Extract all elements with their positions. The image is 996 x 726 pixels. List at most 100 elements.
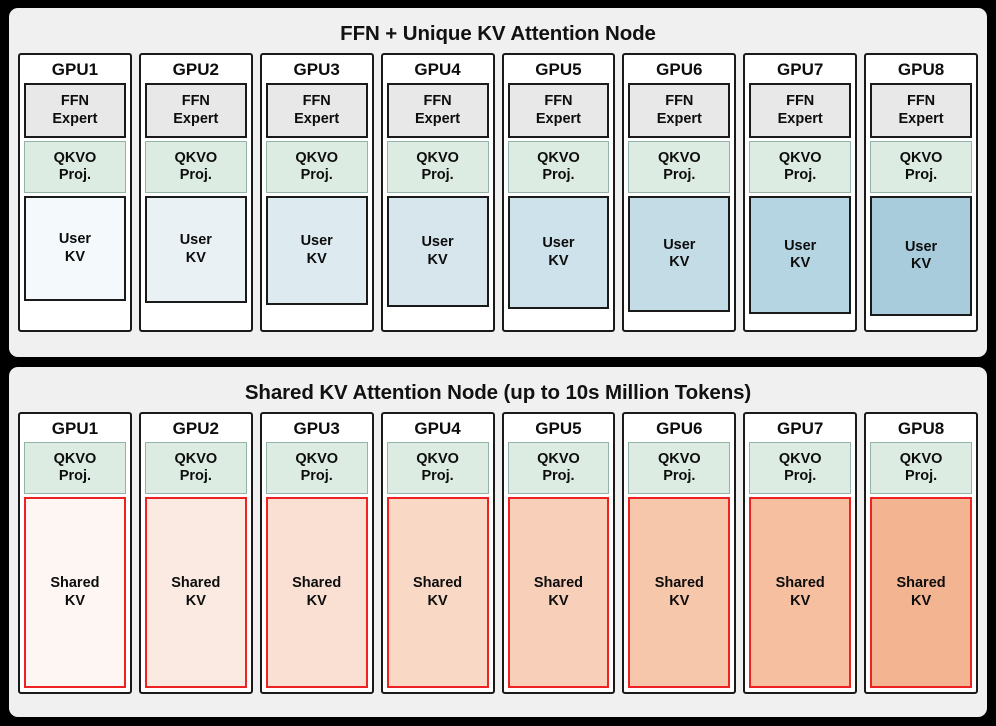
shared-kv-block-line2: KV: [306, 592, 327, 609]
qkvo-proj-block-line1: QKVO: [778, 149, 822, 166]
user-kv-block-line1: User: [542, 235, 575, 252]
shared-kv-block-line1: Shared: [654, 574, 704, 591]
user-kv-block-line2: KV: [910, 256, 932, 273]
qkvo-proj-block-line1: QKVO: [416, 450, 459, 467]
qkvo-proj-block-line2: Proj.: [542, 167, 575, 184]
shared-kv-block-line2: KV: [185, 592, 206, 609]
user-kv-block-line1: User: [421, 234, 454, 251]
ffn-expert-block-line1: FFN: [544, 93, 573, 110]
panel-title-shared-kv: Shared KV Attention Node (up to 10s Mill…: [244, 381, 752, 404]
qkvo-proj-block-line2: Proj.: [663, 468, 696, 485]
qkvo-proj-block-line2: Proj.: [300, 468, 333, 485]
ffn-expert-block-line1: FFN: [302, 93, 331, 110]
shared-kv-block-line1: Shared: [412, 574, 463, 591]
gpu-label-gpu1: GPU1: [51, 60, 99, 79]
user-kv-block-line2: KV: [185, 249, 206, 266]
ffn-expert-block-line1: FFN: [423, 93, 452, 110]
qkvo-proj-block-line2: Proj.: [179, 468, 212, 485]
ffn-expert-block-line2: Expert: [294, 110, 340, 127]
gpu-label-gpu7: GPU7: [777, 419, 824, 438]
ffn-expert-block-line2: Expert: [656, 110, 702, 127]
gpu-label-gpu8: GPU8: [897, 60, 945, 79]
user-kv-block-line1: User: [179, 232, 212, 249]
shared-kv-block-line2: KV: [64, 592, 86, 609]
shared-kv-block-line1: Shared: [50, 574, 100, 591]
user-kv-block-line2: KV: [306, 250, 327, 267]
qkvo-proj-block-line1: QKVO: [657, 149, 701, 166]
ffn-expert-block-line1: FFN: [181, 93, 210, 110]
gpu-label-gpu8: GPU8: [897, 419, 945, 438]
qkvo-proj-block-line2: Proj.: [421, 167, 454, 184]
user-kv-block-line2: KV: [669, 254, 690, 271]
user-kv-block-line1: User: [663, 236, 696, 253]
qkvo-proj-block-line2: Proj.: [300, 167, 333, 184]
qkvo-proj-block-line2: Proj.: [904, 468, 938, 485]
gpu-label-gpu6: GPU6: [656, 419, 703, 438]
gpu-label-gpu2: GPU2: [172, 419, 219, 438]
ffn-expert-block-line2: Expert: [414, 110, 461, 127]
gpu-label-gpu4: GPU4: [414, 419, 461, 438]
shared-kv-block-line1: Shared: [775, 574, 825, 591]
qkvo-proj-block-line2: Proj.: [58, 167, 92, 184]
shared-kv-block-line2: KV: [910, 592, 932, 609]
qkvo-proj-block-line1: QKVO: [899, 450, 943, 467]
gpu-label-gpu3: GPU3: [293, 60, 340, 79]
shared-kv-block-line1: Shared: [896, 574, 946, 591]
shared-kv-block-line1: Shared: [171, 574, 221, 591]
ffn-expert-block-line1: FFN: [60, 93, 90, 110]
gpu-label-gpu3: GPU3: [293, 419, 340, 438]
user-kv-block-line1: User: [784, 237, 817, 254]
user-kv-block-line1: User: [904, 238, 938, 255]
ffn-expert-block-line2: Expert: [535, 110, 581, 127]
qkvo-proj-block-line2: Proj.: [784, 468, 817, 485]
qkvo-proj-block-line1: QKVO: [53, 450, 97, 467]
qkvo-proj-block-line2: Proj.: [179, 167, 212, 184]
qkvo-proj-block-line1: QKVO: [295, 149, 339, 166]
qkvo-proj-block-line1: QKVO: [537, 149, 580, 166]
